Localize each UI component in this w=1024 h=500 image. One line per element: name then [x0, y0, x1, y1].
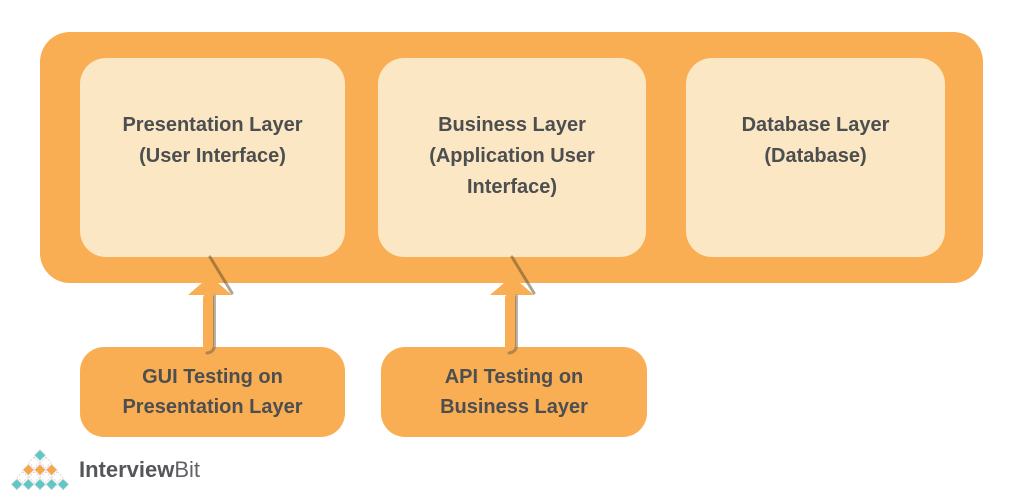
logo-pyramid-icon	[10, 449, 70, 491]
layer-box-business: Business Layer (Application User Interfa…	[378, 58, 646, 257]
layer-box-database: Database Layer (Database)	[686, 58, 945, 257]
connector-pen-line	[510, 255, 536, 295]
arrow-stem-shadow	[507, 294, 518, 355]
arrow-head-icon	[188, 276, 232, 295]
test-box-api-line1: API Testing on	[444, 366, 584, 388]
layer-box-business-line3: Interface)	[466, 176, 558, 198]
connector-arrow-middle	[490, 255, 536, 355]
logo-text: InterviewBit	[79, 457, 200, 483]
architecture-container: Presentation Layer (User Interface) Busi…	[40, 32, 983, 283]
test-box-gui-line2: Presentation Layer	[122, 396, 303, 418]
layer-box-business-line1: Business Layer	[438, 114, 586, 136]
connector-arrow-left	[188, 255, 234, 355]
arrow-head-icon	[490, 276, 534, 295]
test-box-api: API Testing on Business Layer	[381, 347, 647, 437]
layer-box-database-line2: (Database)	[764, 145, 867, 167]
logo-text-bold: Interview	[79, 457, 175, 482]
layer-box-presentation: Presentation Layer (User Interface)	[80, 58, 345, 257]
layer-box-presentation-line1: Presentation Layer	[122, 114, 303, 136]
logo-text-light: Bit	[174, 457, 201, 482]
test-box-gui: GUI Testing on Presentation Layer	[80, 347, 345, 437]
connector-pen-line	[208, 255, 234, 295]
arrow-stem	[505, 293, 516, 351]
layer-box-presentation-line2: (User Interface)	[139, 145, 286, 167]
layer-box-database-line1: Database Layer	[741, 114, 890, 136]
arrow-stem-shadow	[205, 294, 216, 355]
interviewbit-logo: InterviewBit	[10, 449, 200, 491]
arrow-stem	[203, 293, 214, 351]
test-box-api-line2: Business Layer	[440, 396, 588, 418]
layer-box-business-line2: (Application User	[429, 145, 595, 167]
test-box-gui-line1: GUI Testing on	[142, 366, 283, 388]
